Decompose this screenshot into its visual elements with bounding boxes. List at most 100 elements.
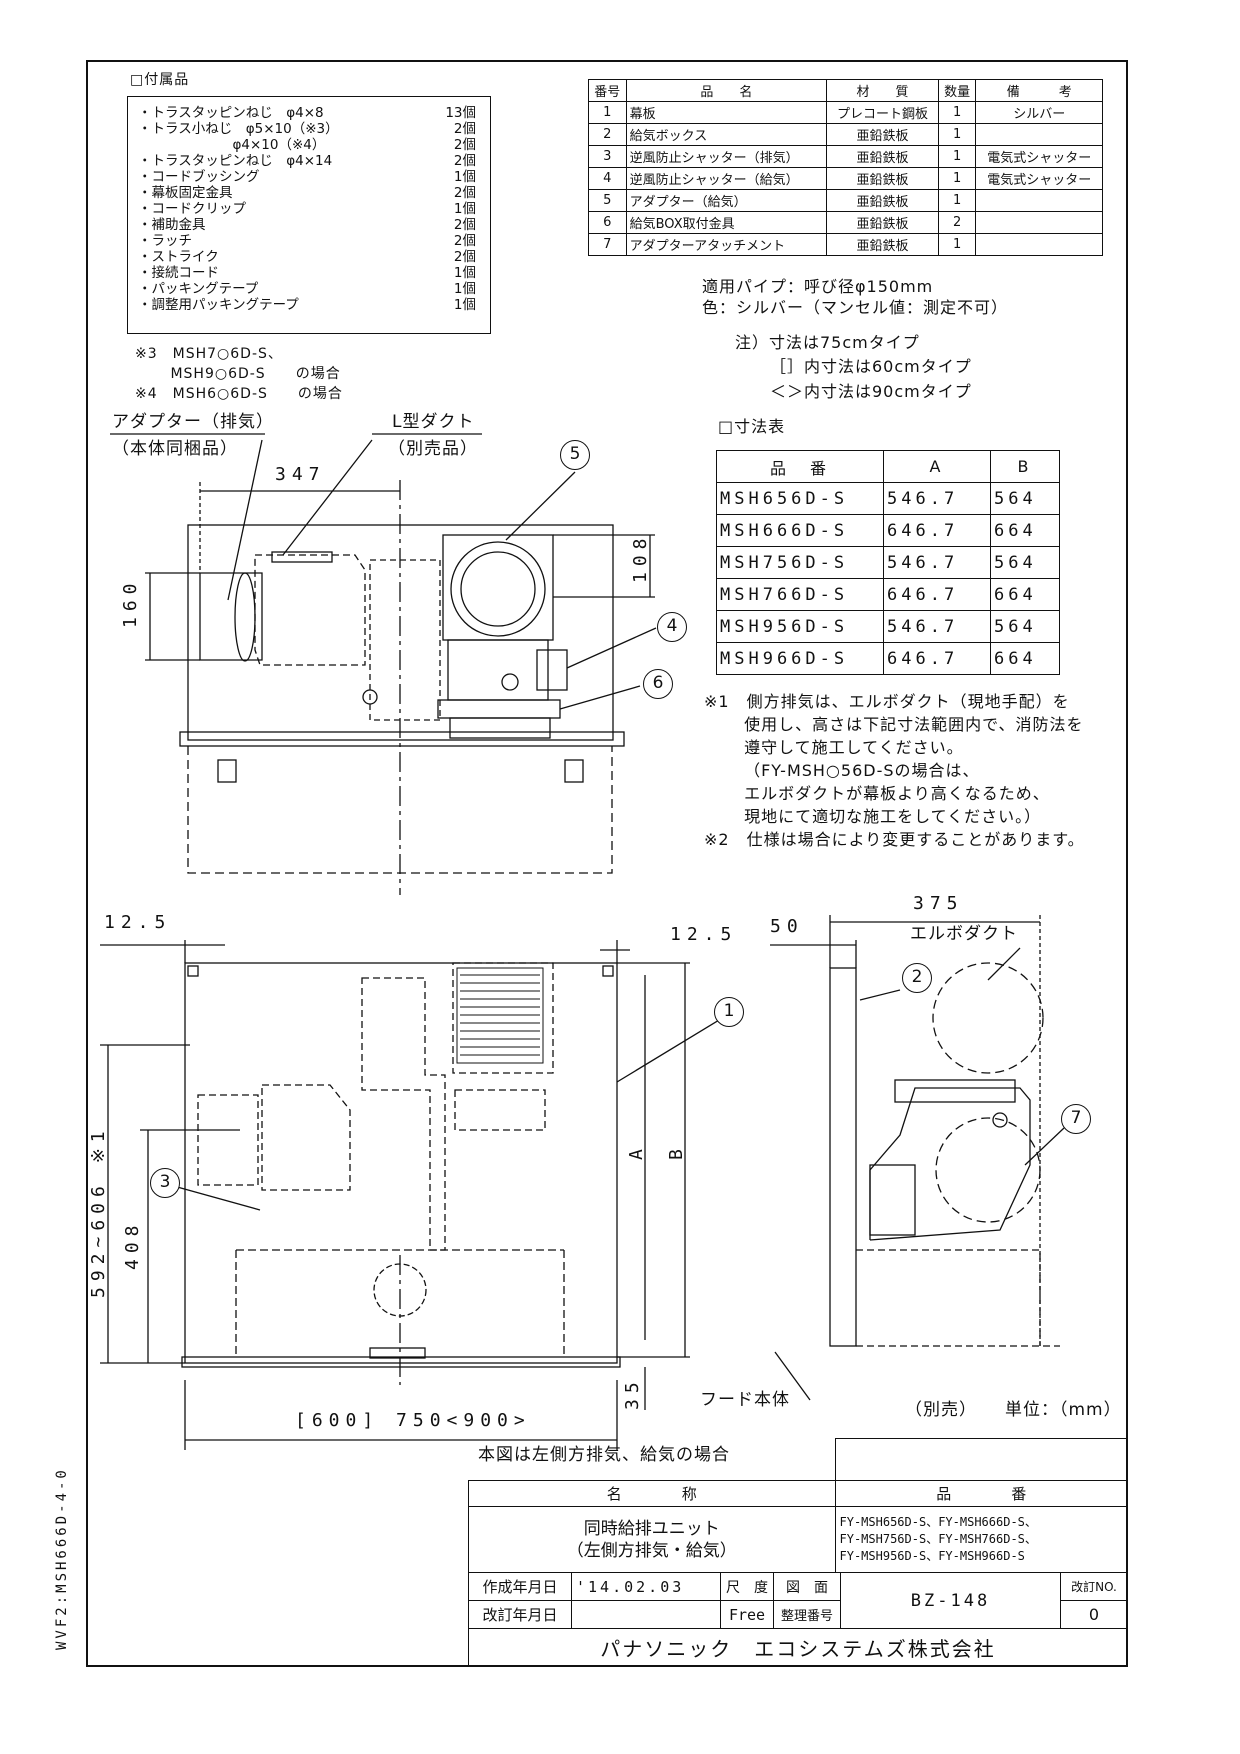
title-block-table: 名 称 品 番 同時給排ユニット （左側方排気・給気） FY-MSH656D-S… bbox=[468, 1438, 1128, 1573]
table-header: B bbox=[990, 450, 1060, 483]
elbow-duct-circle bbox=[932, 962, 1044, 1074]
table-cell: MSH756D-S bbox=[716, 546, 884, 579]
internal-duct bbox=[369, 559, 441, 721]
elbow-duct-lower bbox=[935, 1117, 1041, 1223]
remark-line: 遵守して施工してください。 bbox=[704, 738, 964, 757]
table-row: 作成年月日 '14.02.03 尺 度 図 面 BZ-148 改訂NO. bbox=[468, 1572, 1128, 1629]
label-bundled: （本体同梱品） bbox=[112, 439, 238, 459]
table-cell: 亜鉛鉄板 bbox=[826, 167, 939, 190]
product-line: FY-MSH756D-S、FY-MSH766D-S、 bbox=[839, 1532, 1037, 1546]
accessory-note: MSH9○6D-S の場合 bbox=[135, 366, 341, 382]
leader-7 bbox=[1024, 1127, 1065, 1166]
drawing-number: BZ-148 bbox=[840, 1572, 1061, 1629]
remark-line: エルボダクトが幕板より高くなるため、 bbox=[704, 784, 1050, 803]
accessory-qty: 1個 bbox=[453, 281, 476, 297]
latch-left bbox=[217, 759, 237, 783]
accessory-item: ・トラス小ねじ φ5×10（※3） bbox=[138, 121, 339, 137]
dim-160: 160 bbox=[120, 577, 141, 628]
top-view bbox=[110, 433, 657, 895]
accessory-qty: 2個 bbox=[453, 121, 476, 137]
control-label: 整理番号 bbox=[773, 1600, 841, 1629]
dim-375: 375 bbox=[913, 893, 964, 914]
table-cell: MSH766D-S bbox=[716, 578, 884, 611]
scale-value: Free bbox=[720, 1600, 774, 1629]
exhaust-adapter-shape bbox=[199, 572, 263, 661]
label-l-duct: L型ダクト bbox=[392, 412, 475, 432]
accessory-item: ・トラスタッピンねじ φ4×8 bbox=[138, 105, 324, 121]
supply-port-inner bbox=[460, 551, 536, 627]
leader-1 bbox=[616, 1013, 730, 1083]
accessory-item: ・幕板固定金具 bbox=[138, 185, 233, 201]
table-header: 品 名 bbox=[625, 79, 828, 102]
table-cell: 546.7 bbox=[883, 482, 991, 515]
accessory-item: ・コードクリップ bbox=[138, 201, 246, 217]
accessory-qty: 1個 bbox=[453, 265, 476, 281]
callout-3: 3 bbox=[150, 1168, 180, 1198]
table-cell: 564 bbox=[990, 546, 1060, 579]
side-view bbox=[770, 915, 1065, 1401]
leader-4 bbox=[566, 627, 657, 669]
screw-mark bbox=[187, 965, 199, 977]
table-cell: 664 bbox=[990, 642, 1060, 675]
accessory-qty: 2個 bbox=[453, 137, 476, 153]
front-l-duct bbox=[261, 1084, 351, 1191]
leader-elbow bbox=[987, 947, 1021, 981]
table-cell: 664 bbox=[990, 514, 1060, 547]
spec-note: 注）寸法は75cmタイプ bbox=[735, 333, 920, 352]
leader-6 bbox=[559, 685, 641, 710]
dimension-table-title: □寸法表 bbox=[718, 417, 786, 436]
dim-347: 347 bbox=[275, 464, 326, 485]
accessory-qty: 2個 bbox=[453, 185, 476, 201]
dim-12-5-right: 12.5 bbox=[670, 924, 738, 945]
spec-color: 色：シルバー（マンセル値：測定不可） bbox=[702, 298, 1009, 317]
front-exhaust-adapter bbox=[197, 1094, 259, 1186]
accessory-item: ・補助金具 bbox=[138, 217, 206, 233]
callout-1: 1 bbox=[714, 997, 744, 1027]
table-row: 改訂年月日 Free 整理番号 0 bbox=[468, 1600, 1128, 1629]
table-row: パナソニック エコシステムズ株式会社 bbox=[468, 1628, 1128, 1667]
product-line: FY-MSH956D-S、FY-MSH966D-S bbox=[839, 1549, 1025, 1563]
front-hood-outline bbox=[235, 1249, 565, 1357]
title-name-cell: 同時給排ユニット （左側方排気・給気） bbox=[468, 1506, 836, 1573]
fitting-circle bbox=[362, 689, 378, 705]
l-duct-flange bbox=[271, 551, 333, 563]
table-cell: 亜鉛鉄板 bbox=[826, 233, 939, 256]
drawing-label: 図 面 bbox=[773, 1572, 841, 1601]
side-unit bbox=[869, 1087, 1031, 1241]
table-header: 品 番 bbox=[716, 450, 884, 483]
dim-108: 108 bbox=[630, 532, 651, 583]
label-elbow-duct: エルボダクト bbox=[910, 924, 1018, 944]
table-cell: 電気式シャッター bbox=[975, 145, 1103, 168]
table-cell: 給気BOX取付金具 bbox=[625, 211, 828, 234]
table-row: 同時給排ユニット （左側方排気・給気） FY-MSH656D-S、FY-MSH6… bbox=[468, 1506, 1128, 1573]
leader-2 bbox=[859, 989, 901, 1001]
fitting-circle bbox=[501, 673, 519, 691]
callout-4: 4 bbox=[657, 612, 687, 642]
remark-line: （FY-MSH○56D-Sの場合は、 bbox=[704, 761, 980, 780]
supply-port-outer bbox=[450, 541, 546, 637]
accessory-qty: 2個 bbox=[453, 217, 476, 233]
company-name: パナソニック エコシステムズ株式会社 bbox=[468, 1628, 1128, 1667]
supply-box-bracket bbox=[437, 699, 561, 719]
title-block: 名 称 品 番 同時給排ユニット （左側方排気・給気） FY-MSH656D-S… bbox=[468, 1438, 1128, 1667]
label-sold-separately: （別売品） bbox=[388, 439, 478, 459]
accessory-item: ・調整用パッキングテープ bbox=[138, 297, 299, 313]
supply-shutter bbox=[536, 649, 568, 691]
table-cell: 亜鉛鉄板 bbox=[826, 145, 939, 168]
accessory-item: ・接続コード bbox=[138, 265, 219, 281]
leader-3 bbox=[169, 1184, 261, 1211]
accessory-qty: 2個 bbox=[453, 153, 476, 169]
remark-line: ※1 側方排気は、エルボダクト（現地手配）を bbox=[704, 692, 1070, 711]
callout-6: 6 bbox=[643, 669, 673, 699]
title-name-line: （左側方排気・給気） bbox=[566, 1540, 737, 1561]
accessories-header: □付属品 bbox=[130, 72, 190, 88]
accessory-item: φ4×10（※4） bbox=[138, 137, 326, 153]
table-cell: MSH656D-S bbox=[716, 482, 884, 515]
leader-hood bbox=[774, 1351, 811, 1401]
